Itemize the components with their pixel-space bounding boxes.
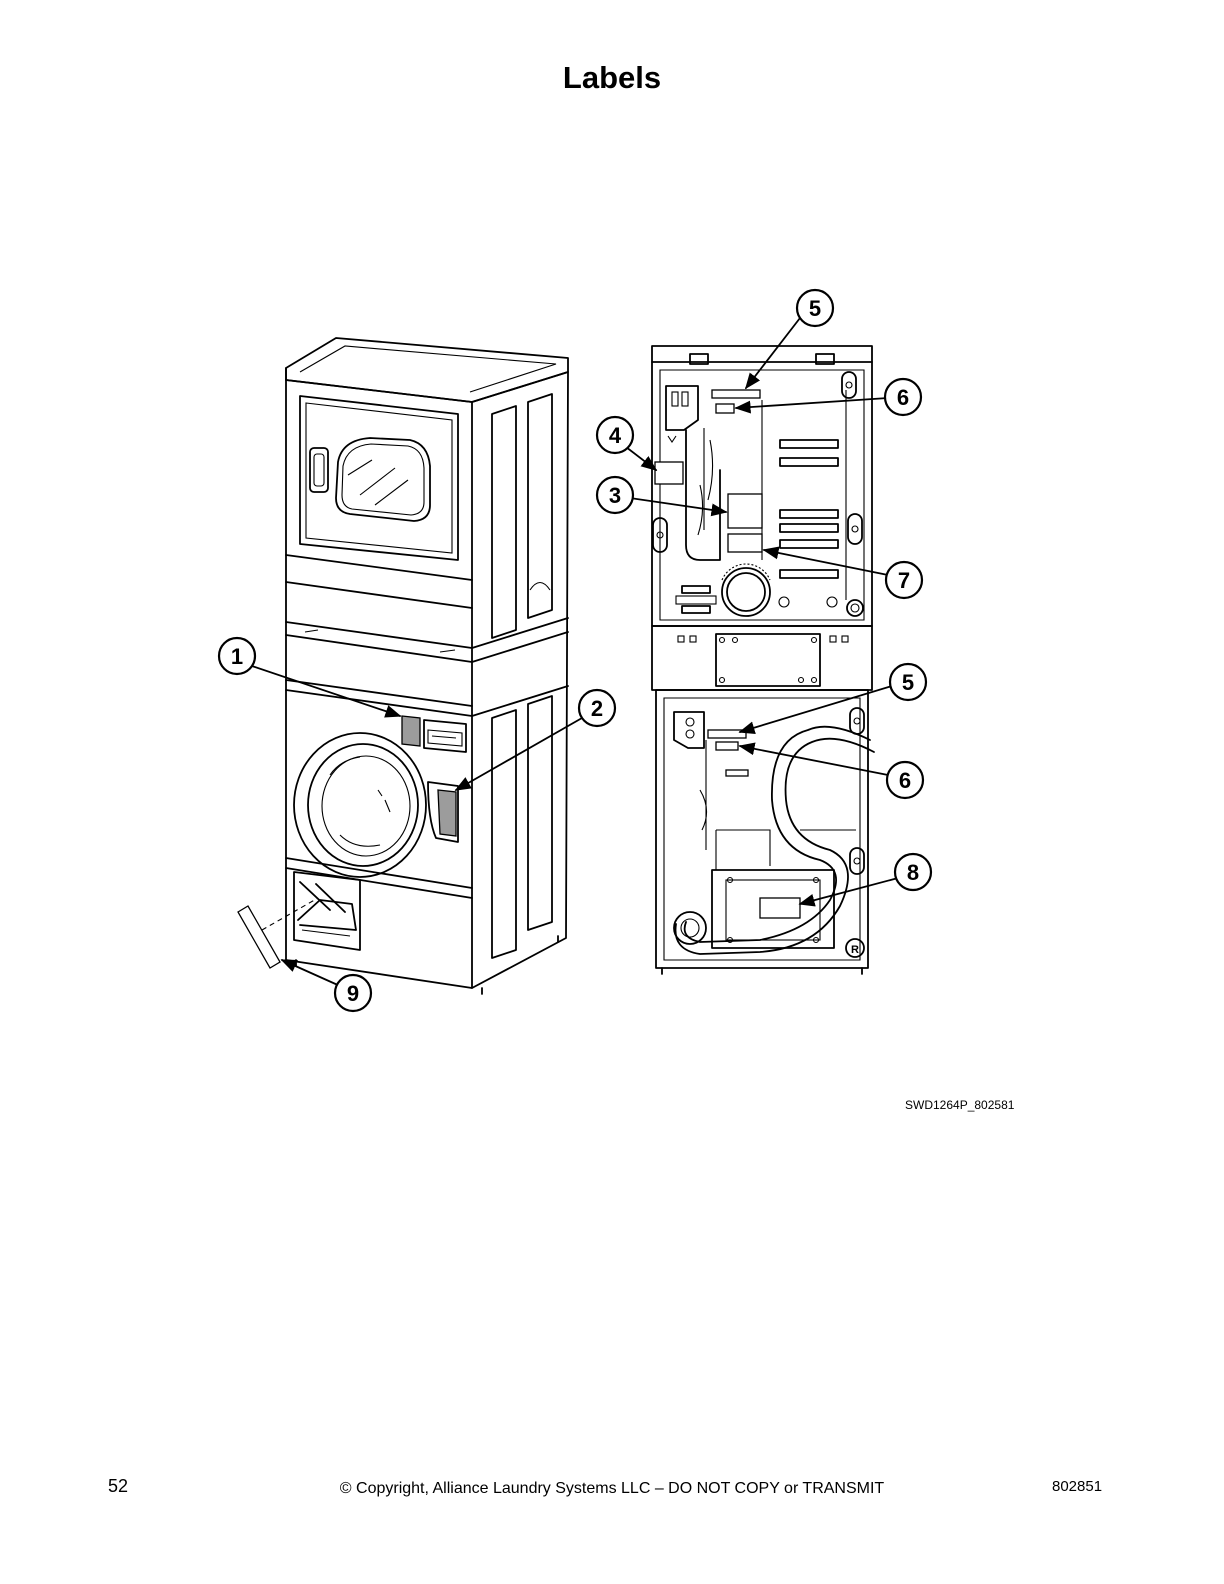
- callout-8-number: 8: [907, 860, 919, 885]
- callout-3: 3: [595, 475, 635, 515]
- front-view: [237, 337, 569, 995]
- callout-5-bottom-number: 5: [902, 670, 914, 695]
- footer-doc-number: 802851: [1052, 1478, 1103, 1495]
- callout-6-top-number: 6: [897, 385, 909, 410]
- figure-id: SWD1264P_802581: [905, 1098, 1015, 1112]
- callout-8: 8: [893, 852, 933, 892]
- callout-4-number: 4: [609, 423, 622, 448]
- callout-2: 2: [577, 688, 617, 728]
- callout-9: 9: [333, 973, 373, 1013]
- footer-copyright: © Copyright, Alliance Laundry Systems LL…: [339, 1480, 885, 1497]
- callout-5-top: 5: [795, 288, 835, 328]
- leader-lines: [251, 317, 899, 987]
- callout-4: 4: [595, 415, 635, 455]
- callout-7-number: 7: [898, 568, 910, 593]
- callout-6-bottom-number: 6: [899, 768, 911, 793]
- svg-text:R: R: [851, 944, 859, 956]
- callout-5-bottom: 5: [888, 662, 928, 702]
- callout-1-number: 1: [231, 644, 243, 669]
- callout-5-top-number: 5: [809, 296, 821, 321]
- callout-6-top: 6: [883, 377, 923, 417]
- callout-7: 7: [884, 560, 924, 600]
- callout-9-number: 9: [347, 981, 359, 1006]
- rear-view: R: [651, 345, 875, 975]
- page-title: Labels: [562, 60, 662, 95]
- footer-page-number: 52: [108, 1476, 129, 1496]
- callout-3-number: 3: [609, 483, 621, 508]
- callout-6-bottom: 6: [885, 760, 925, 800]
- callout-2-number: 2: [591, 696, 603, 721]
- callout-1: 1: [217, 636, 257, 676]
